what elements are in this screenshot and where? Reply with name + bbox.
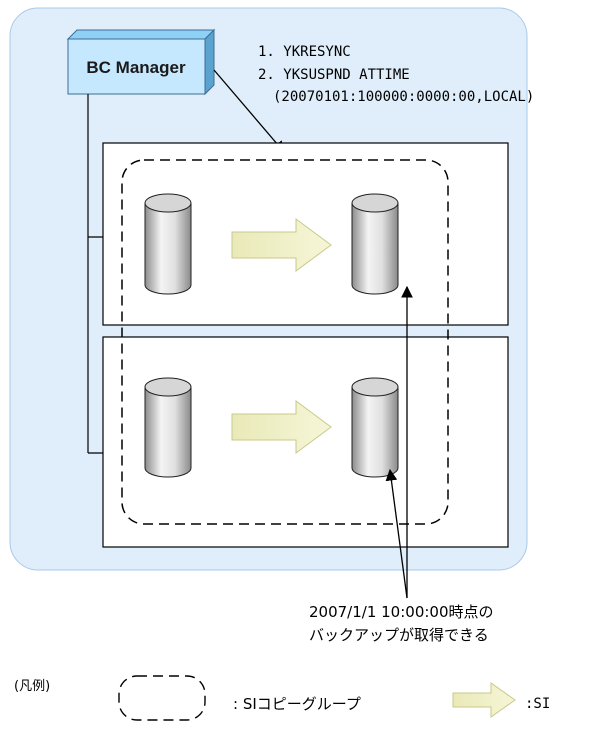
command-line-1: 1. YKRESYNC — [258, 44, 351, 60]
volume-lower-source — [144, 377, 192, 478]
volume-upper-source — [144, 193, 192, 295]
legend-si-arrow — [452, 682, 516, 718]
volume-lower-target — [351, 377, 399, 478]
legend-prefix: (凡例) — [14, 679, 50, 694]
backup-pointer-lower — [385, 468, 408, 599]
command-pointer-arrow — [213, 69, 285, 153]
backup-annotation-line-2: バックアップが取得できる — [309, 626, 489, 644]
manager-connector-line — [87, 94, 103, 454]
si-arrow-lower — [231, 400, 332, 454]
si-arrow-upper — [231, 218, 332, 272]
legend-dashed-group-sample — [118, 675, 206, 721]
legend-group-label: : SIコピーグループ — [233, 695, 361, 713]
bc-manager-box: BC Manager — [66, 28, 216, 96]
command-line-3: (20070101:100000:0000:00,LOCAL) — [273, 89, 534, 105]
bc-manager-label: BC Manager — [86, 58, 186, 77]
backup-annotation-line-1: 2007/1/1 10:00:00時点の — [309, 603, 494, 621]
volume-upper-target — [351, 193, 399, 295]
legend-arrow-label: :SI — [525, 696, 550, 712]
command-line-2: 2. YKSUSPND ATTIME — [258, 67, 410, 83]
